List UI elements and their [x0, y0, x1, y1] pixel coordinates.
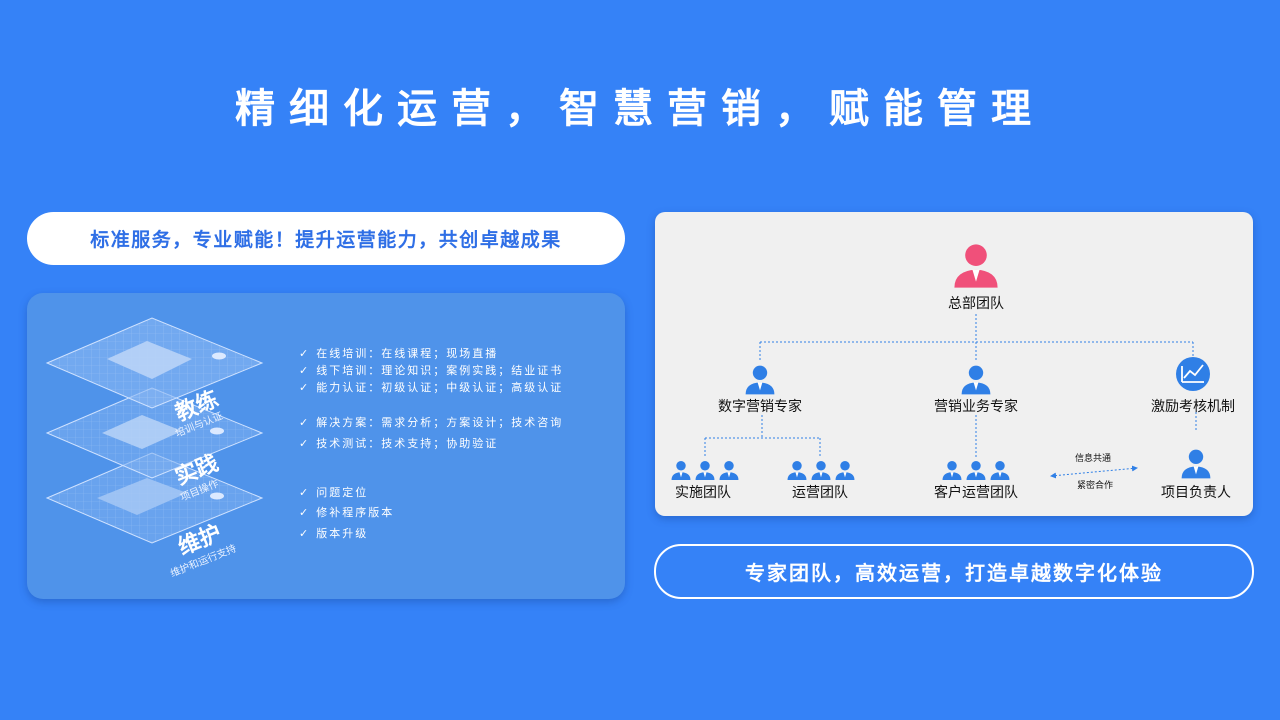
checklist-item: ✓技术测试：技术支持；协助验证: [299, 437, 499, 450]
bidirectional-arrow: [1050, 465, 1138, 479]
check-icon: ✓: [299, 486, 311, 499]
dot-icon: [210, 427, 224, 435]
leader-label: 项目负责人: [1161, 485, 1231, 501]
arrow-label-info: 信息共通: [1075, 452, 1111, 464]
team-ops-label: 运营团队: [792, 485, 848, 501]
check-icon: ✓: [299, 381, 311, 394]
org-chart: 总部团队 数字营销专家 营销业务专家 激励考核机制 实施团队 运营团队: [671, 244, 1235, 501]
layer-coach: [45, 317, 264, 409]
org-connectors: [704, 314, 1197, 457]
device-icon: [97, 478, 187, 515]
checklist-item: ✓线下培训：理论知识；案例实践；结业证书: [299, 364, 564, 377]
check-icon: ✓: [299, 416, 311, 429]
checklist-item: ✓解决方案：需求分析；方案设计；技术咨询: [299, 416, 564, 429]
incentive-label: 激励考核机制: [1151, 398, 1235, 415]
document-icon: [102, 415, 182, 449]
page-title: 精细化运营，智慧营销，赋能管理: [235, 86, 1045, 132]
dot-icon: [210, 492, 224, 500]
team-impl-label: 实施团队: [675, 485, 731, 501]
service-panel: 教练 培训与认证 实践 项目操作 维护 维护和运行支持 ✓在线培训：在线课程；现…: [27, 293, 625, 599]
check-icon: ✓: [299, 506, 311, 519]
expert-business-label: 营销业务专家: [934, 398, 1018, 415]
checklist-item: ✓修补程序版本: [299, 506, 395, 519]
team-group-icon: [671, 461, 739, 480]
check-icon: ✓: [299, 347, 311, 360]
team-group-icon: [942, 461, 1010, 480]
expert-digital-label: 数字营销专家: [718, 398, 802, 415]
hq-label: 总部团队: [948, 296, 1004, 312]
checklist-item: ✓版本升级: [299, 527, 369, 540]
layer-stack-illustration: 教练 培训与认证 实践 项目操作 维护 维护和运行支持: [45, 317, 264, 580]
check-icon: ✓: [299, 527, 311, 540]
left-banner: 标准服务，专业赋能！提升运营能力，共创卓越成果: [27, 212, 625, 265]
arrow-label-coop: 紧密合作: [1077, 479, 1113, 491]
layer-practice: [45, 387, 264, 479]
check-icon: ✓: [299, 437, 311, 450]
chart-icon: [1176, 357, 1210, 391]
person-icon: [961, 365, 991, 395]
layer-maintain: [45, 452, 264, 544]
check-icon: ✓: [299, 364, 311, 377]
team-group-icon: [787, 461, 855, 480]
checklist-item: ✓问题定位: [299, 486, 369, 499]
checklist-item: ✓能力认证：初级认证；中级认证；高级认证: [299, 381, 564, 394]
org-chart-panel: 总部团队 数字营销专家 营销业务专家 激励考核机制 实施团队 运营团队: [655, 212, 1253, 516]
dot-icon: [212, 352, 226, 360]
briefcase-icon: [107, 341, 192, 379]
leader-person-icon: [1181, 449, 1211, 479]
person-icon: [745, 365, 775, 395]
checklist-item: ✓在线培训：在线课程；现场直播: [299, 347, 499, 360]
team-customer-label: 客户运营团队: [934, 484, 1018, 501]
right-banner: 专家团队，高效运营，打造卓越数字化体验: [654, 544, 1254, 599]
hq-person-icon: [954, 244, 998, 288]
